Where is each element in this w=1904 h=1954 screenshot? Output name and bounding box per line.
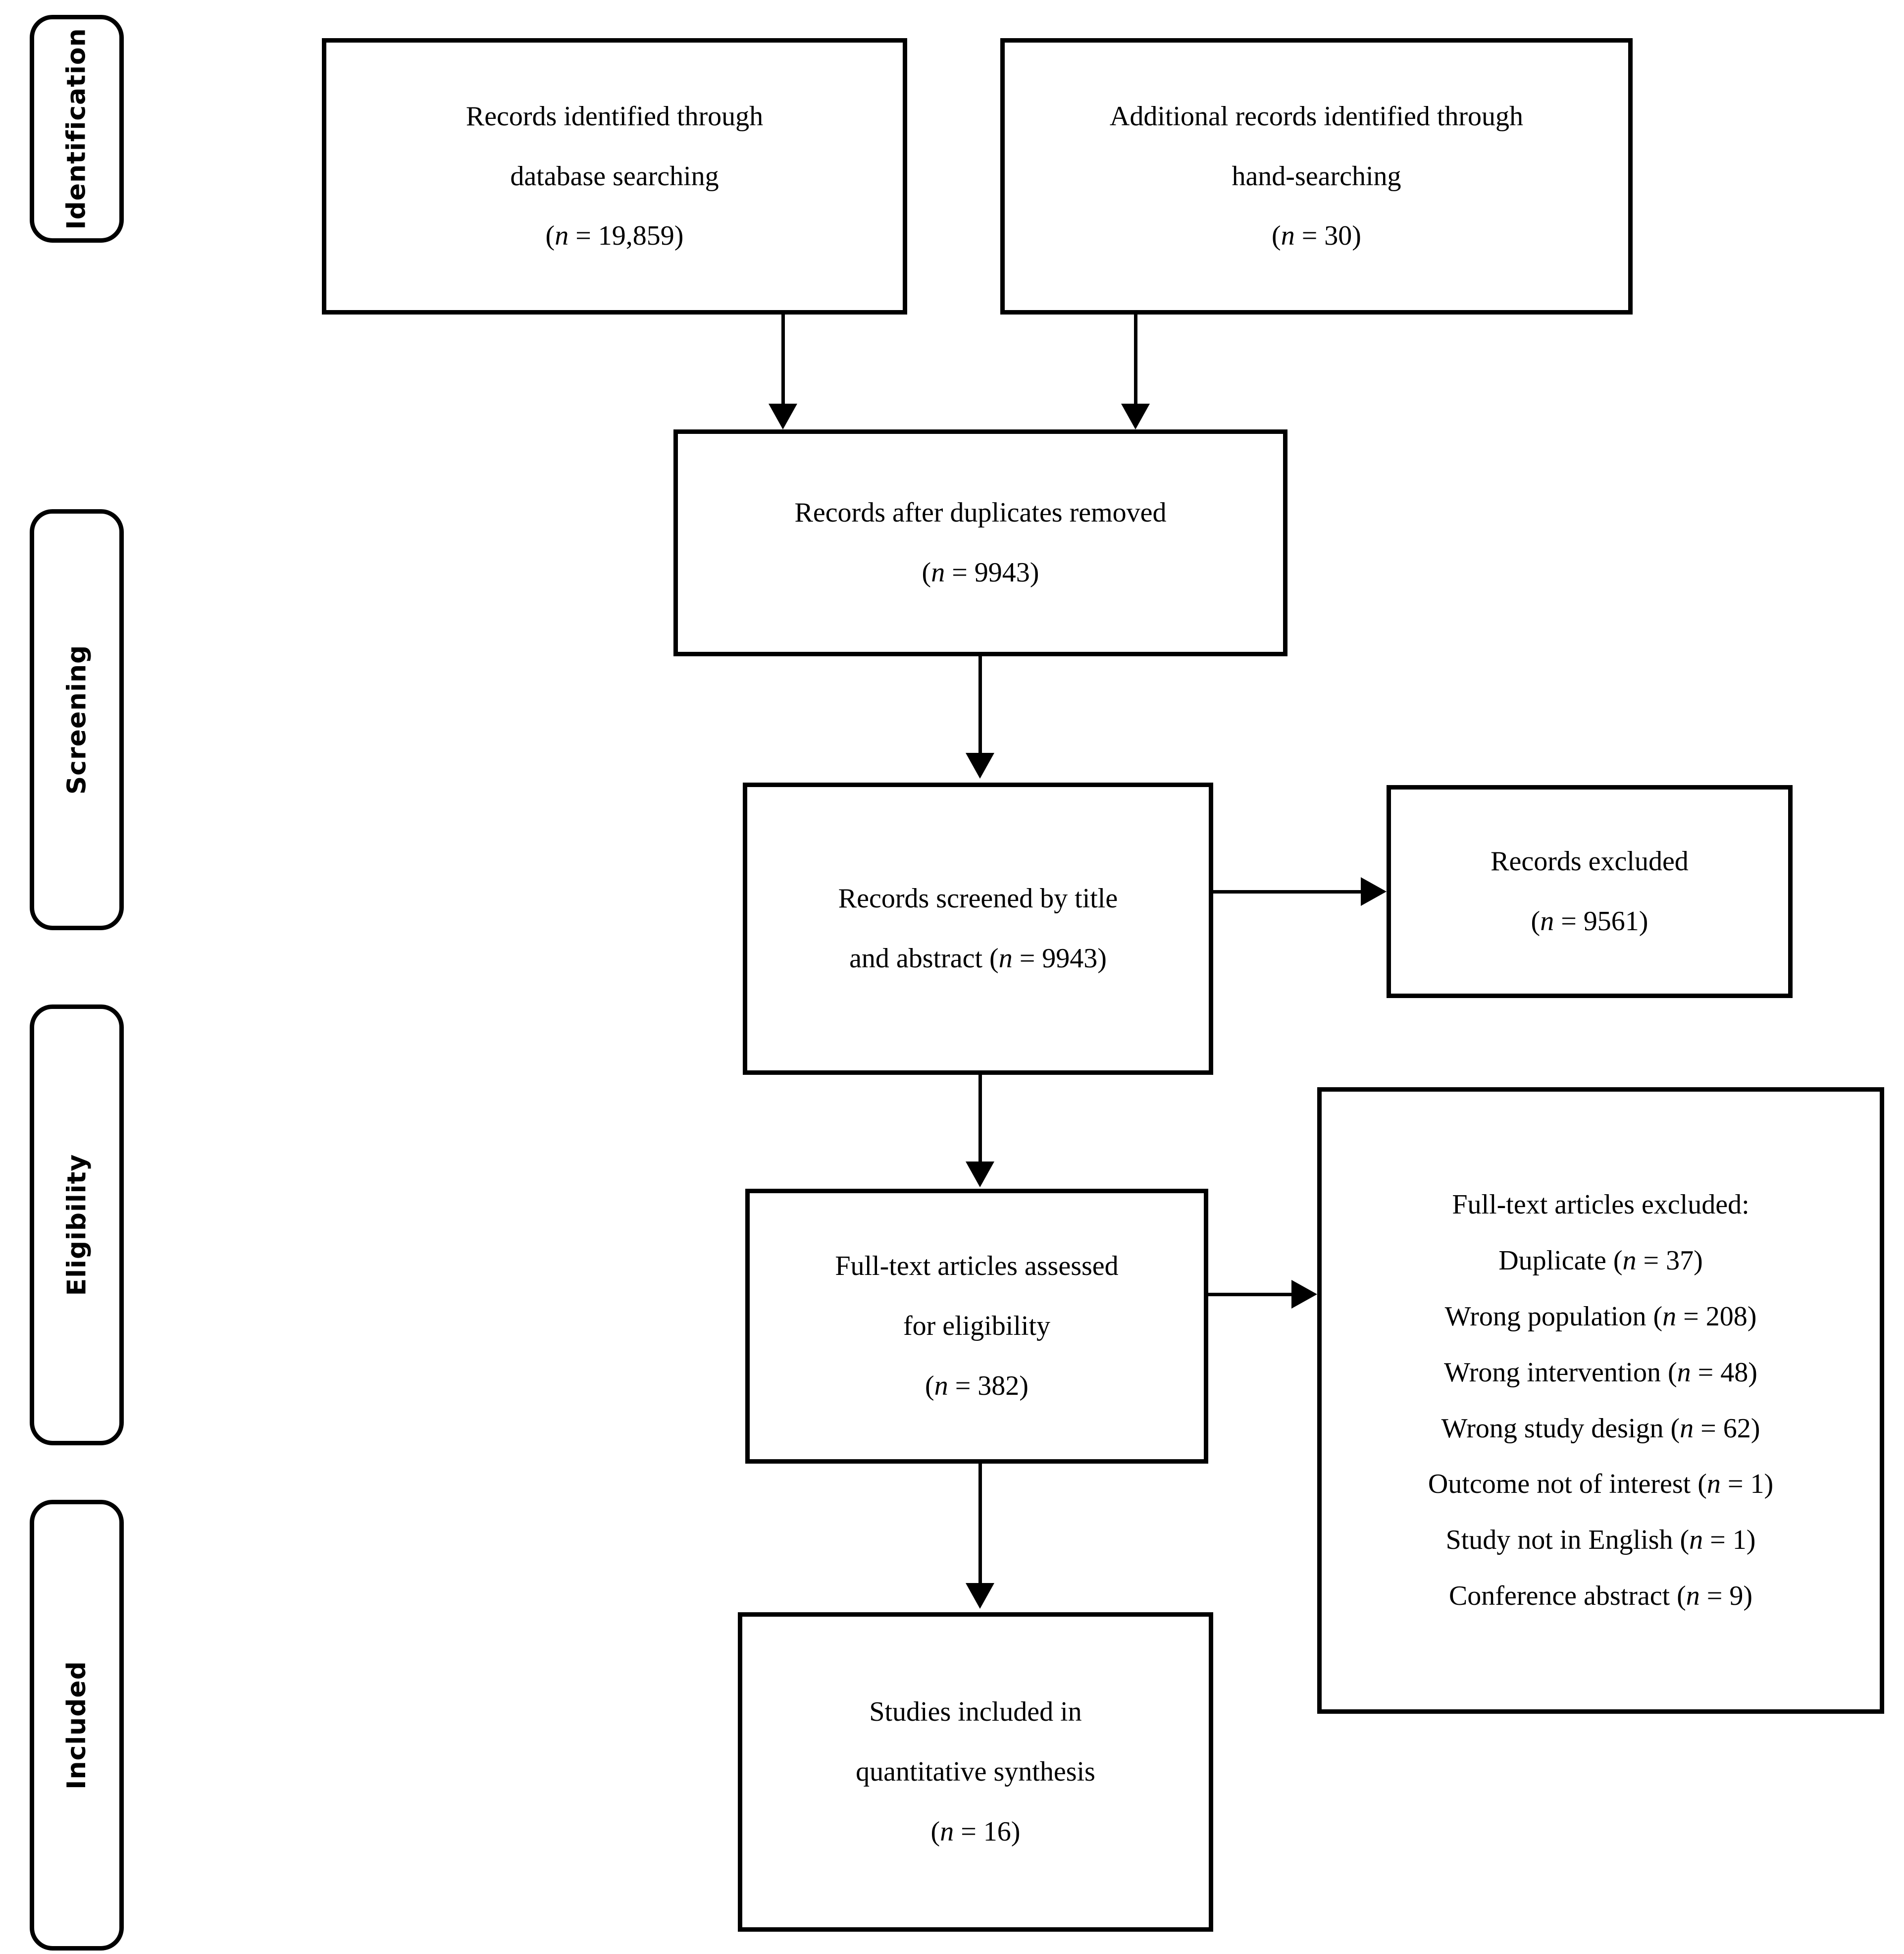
arrowhead-fulltext-to-included [966,1583,994,1609]
box-line-1: Records after duplicates removed [794,497,1167,528]
box-count: (n = 382) [925,1370,1029,1401]
connector-db-to-duplicates [781,315,785,406]
stage-label-identification: Identification [62,28,92,230]
stage-pill-screening: Screening [30,509,124,930]
box-line-1: Records excluded [1491,846,1689,877]
box-count: (n = 9943) [922,557,1039,588]
arrowhead-screened-to-fulltext [966,1162,994,1187]
n-symbol: n [1662,1301,1677,1332]
box-fulltext-assessed: Full-text articles assessed for eligibil… [745,1189,1208,1464]
n-symbol: n [934,1370,948,1401]
box-count: (n = 9561) [1531,906,1648,937]
stage-pill-included: Included [30,1500,124,1951]
box-line-1: Additional records identified through [1109,101,1524,132]
n-symbol: n [940,1816,954,1847]
exclusion-reason-outcome-not-of-interest: Outcome not of interest (n = 1) [1428,1469,1774,1500]
connector-screened-to-fulltext [978,1075,982,1164]
exclusion-reason-wrong-study-design: Wrong study design (n = 62) [1441,1413,1760,1444]
stage-pill-identification: Identification [30,15,124,243]
n-symbol: n [1281,220,1295,252]
stage-label-eligibility: Eligibility [62,1154,92,1296]
exclusion-reason-wrong-population: Wrong population (n = 208) [1444,1301,1757,1332]
box-records-identified-handsearch: Additional records identified through ha… [1000,38,1633,315]
arrowhead-fulltext-to-excluded [1291,1280,1317,1309]
box-records-screened: Records screened by title and abstract (… [743,783,1213,1075]
box-line-1: Full-text articles assessed [835,1251,1119,1282]
exclusion-reason-not-in-english: Study not in English (n = 1) [1445,1525,1756,1556]
box-count: (n = 19,859) [545,220,684,252]
n-symbol: n [1706,1469,1721,1500]
arrowhead-duplicates-to-screened [966,753,994,779]
arrowhead-hand-to-duplicates [1121,404,1150,429]
exclusion-reason-duplicate: Duplicate (n = 37) [1498,1245,1703,1276]
box-line-1: Records screened by title [838,883,1118,914]
stage-pill-eligibility: Eligibility [30,1004,124,1445]
connector-fulltext-to-excluded [1208,1293,1292,1296]
arrowhead-screened-to-excluded [1361,877,1387,906]
n-symbol: n [1680,1413,1694,1444]
n-symbol: n [1686,1580,1700,1611]
box-line-2: hand-searching [1232,160,1401,192]
connector-hand-to-duplicates [1134,315,1137,406]
n-symbol: n [1622,1245,1637,1276]
box-line-1: Records identified through [465,101,764,132]
n-symbol: n [931,557,945,588]
n-symbol: n [1677,1357,1691,1388]
exclusion-reason-conference-abstract: Conference abstract (n = 9) [1448,1580,1753,1611]
connector-fulltext-to-included [978,1464,982,1585]
box-line-2: database searching [510,160,719,192]
n-symbol: n [1689,1525,1703,1556]
arrowhead-db-to-duplicates [769,404,797,429]
n-symbol: n [998,943,1013,974]
n-symbol: n [1540,906,1554,937]
box-count: (n = 16) [930,1816,1021,1847]
n-symbol: n [555,220,569,252]
connector-screened-to-excluded [1213,890,1362,894]
stage-label-included: Included [62,1661,92,1790]
box-records-identified-database: Records identified through database sear… [322,38,907,315]
connector-duplicates-to-screened [978,656,982,755]
box-count: (n = 30) [1272,220,1361,252]
box-line-1: Studies included in [869,1696,1082,1728]
stage-label-screening: Screening [62,644,92,795]
box-records-after-duplicates: Records after duplicates removed (n = 99… [673,429,1287,656]
box-line-2: and abstract (n = 9943) [849,943,1107,974]
box-heading: Full-text articles excluded: [1452,1189,1750,1220]
box-fulltext-excluded: Full-text articles excluded: Duplicate (… [1317,1087,1884,1714]
exclusion-reason-wrong-intervention: Wrong intervention (n = 48) [1444,1357,1757,1388]
box-line-2: for eligibility [903,1311,1051,1342]
box-studies-included: Studies included in quantitative synthes… [738,1612,1213,1932]
box-records-excluded: Records excluded (n = 9561) [1387,785,1793,998]
box-line-2: quantitative synthesis [856,1756,1095,1788]
